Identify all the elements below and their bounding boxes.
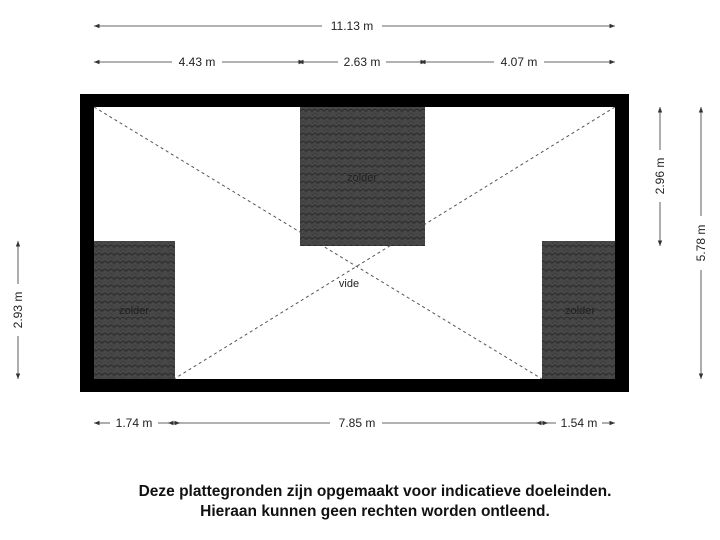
dim-segment-middle: 2.63 m — [344, 55, 381, 69]
dim-total-width: 11.13 m — [331, 19, 373, 33]
dim-bottom-middle: 7.85 m — [339, 416, 376, 430]
dim-height-right-total: 5.78 m — [694, 225, 708, 262]
dim-segment-right: 4.07 m — [501, 55, 538, 69]
dim-segment-left: 4.43 m — [179, 55, 216, 69]
dim-height-left: 2.93 m — [11, 292, 25, 329]
roof-area-left — [94, 241, 175, 379]
room-label-zolder-top: zolder — [347, 172, 377, 184]
room-label-zolder-right: zolder — [565, 305, 595, 317]
disclaimer: Deze plattegronden zijn opgemaakt voor i… — [0, 482, 720, 522]
room-label-vide: vide — [339, 278, 359, 290]
roof-area-right — [542, 241, 615, 379]
dim-height-right-upper: 2.96 m — [653, 158, 667, 195]
disclaimer-line-2: Hieraan kunnen geen rechten worden ontle… — [200, 503, 550, 520]
dim-bottom-left: 1.74 m — [116, 416, 153, 430]
room-label-zolder-left: zolder — [119, 305, 149, 317]
disclaimer-line-1: Deze plattegronden zijn opgemaakt voor i… — [138, 483, 612, 500]
dim-bottom-right: 1.54 m — [561, 416, 598, 430]
roof-area-top — [300, 107, 425, 246]
